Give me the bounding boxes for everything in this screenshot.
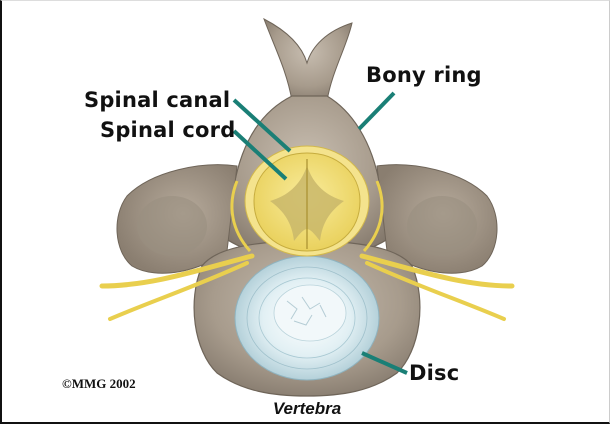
copyright-notice: ©MMG 2002 xyxy=(62,376,136,392)
leader-spinal-canal xyxy=(234,100,290,151)
label-bony-ring: Bony ring xyxy=(366,63,482,87)
leader-disc xyxy=(362,353,407,373)
leader-bony-ring xyxy=(359,93,394,129)
label-disc: Disc xyxy=(409,361,459,385)
label-spinal-canal: Spinal canal xyxy=(84,88,230,112)
figure-caption: Vertebra xyxy=(2,399,610,419)
label-spinal-cord: Spinal cord xyxy=(100,118,235,142)
